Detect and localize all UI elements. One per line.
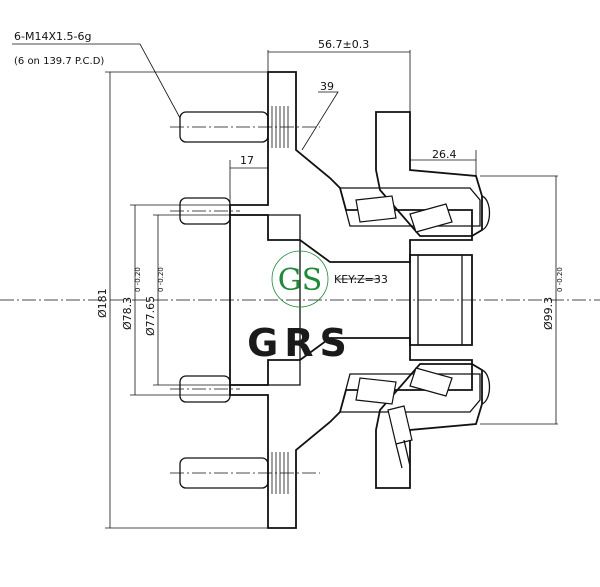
dim-width-top: 56.7±0.3 — [318, 38, 369, 51]
tol-pilot-a: 0 -0.20 — [134, 267, 142, 292]
callout-thread: 6-M14X1.5-6g — [14, 30, 91, 43]
bearing-assembly — [339, 111, 491, 489]
tol-outer: 0 -0.20 — [556, 267, 564, 292]
dim-flange-step: 17 — [240, 154, 254, 167]
dim-outer-diameter: Ø99.3 — [542, 297, 555, 330]
dim-angle: 39 — [320, 80, 334, 93]
dim-pilot-b: Ø77.65 — [144, 296, 157, 336]
dim-flange-diameter: Ø181 — [96, 288, 109, 318]
dim-key: KEY:Z=33 — [334, 273, 388, 286]
wheel-studs — [170, 106, 320, 494]
dim-pilot-a: Ø78.3 — [121, 297, 134, 330]
dim-bearing-width: 26.4 — [432, 148, 457, 161]
svg-text:GRS: GRS — [247, 321, 353, 365]
tol-pilot-b: 0 -0.20 — [157, 267, 165, 292]
hub-bore — [409, 254, 473, 346]
svg-text:GS: GS — [278, 263, 323, 298]
grs-logo: GRS — [247, 321, 353, 365]
callout-pcd: (6 on 139.7 P.C.D) — [14, 56, 104, 67]
gs-logo: GS — [271, 250, 329, 308]
